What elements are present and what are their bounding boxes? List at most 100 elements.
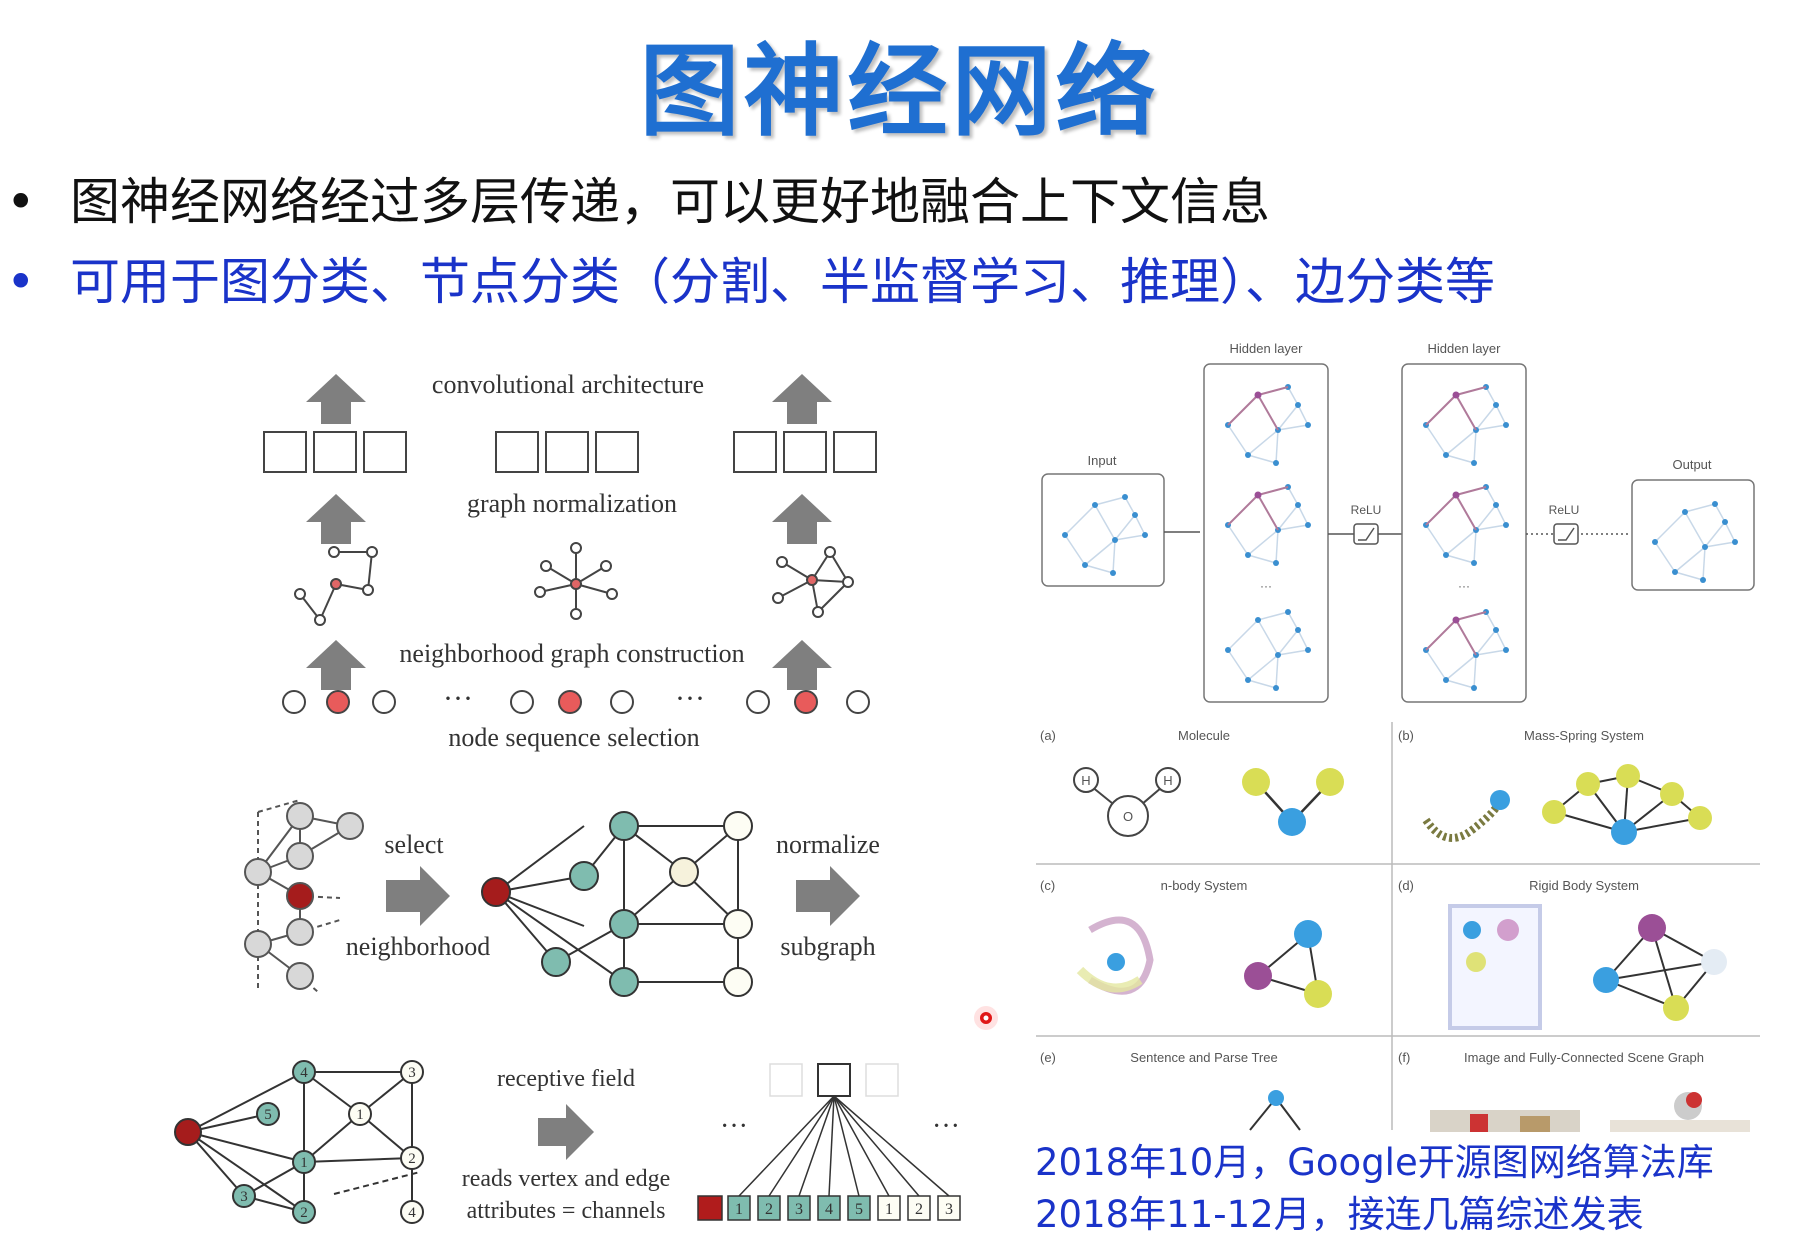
n-body-sketch: [1076, 916, 1154, 995]
label-graph-normalization: graph normalization: [467, 489, 677, 518]
relu-icon: [1553, 523, 1579, 545]
node-number: 4: [408, 1205, 416, 1221]
output-panel: [1631, 479, 1755, 591]
slide-title: 图神经网络: [639, 33, 1160, 150]
receptive-boxes-group-3: [733, 431, 877, 473]
patchy-pipeline-figure: convolutional architecture graph normali…: [263, 370, 877, 752]
labeled-graph-edges: [187, 1071, 421, 1213]
label-neighborhood-construction: neighborhood graph construction: [399, 639, 744, 668]
small-graph-1: [294, 546, 378, 626]
node-number: 5: [264, 1107, 272, 1123]
atom-labels: H O H: [1081, 773, 1172, 824]
node-number: 2: [300, 1205, 308, 1221]
normalized-graph: [481, 811, 753, 997]
panel-title: Mass-Spring System: [1524, 728, 1644, 743]
channel-number: 2: [915, 1201, 923, 1218]
node-number: 3: [408, 1065, 416, 1081]
bullet-text-2: 可用于图分类、节点分类（分割、半监督学习、推理）、边分类等: [70, 253, 1495, 311]
node-number: 1: [356, 1107, 364, 1123]
caption-line-1: 2018年10月，Google开源图网络算法库: [1035, 1141, 1714, 1184]
up-arrow-icon: [306, 640, 366, 690]
node-sequence: [282, 690, 870, 714]
atom-label: H: [1081, 773, 1090, 788]
panel-title: Rigid Body System: [1529, 878, 1639, 893]
label-output: Output: [1672, 457, 1711, 472]
labeled-graph-nodes: [174, 1060, 424, 1224]
bullet-symbol: •: [6, 253, 36, 311]
molecule-graph: [1242, 768, 1344, 836]
atom-label: H: [1163, 773, 1172, 788]
label-neighborhood: neighborhood: [346, 932, 490, 961]
panel-titles: (a) Molecule (b) Mass-Spring System (c) …: [1040, 728, 1704, 1065]
node-number: 3: [240, 1189, 248, 1205]
label-hidden-layer-2: Hidden layer: [1428, 341, 1502, 356]
right-arrow-icon: [796, 866, 860, 926]
ellipsis-text: ···: [443, 682, 473, 715]
panel-title: Image and Fully-Connected Scene Graph: [1464, 1050, 1704, 1065]
pointer-dot-icon: [974, 1006, 998, 1030]
ellipsis-text: ···: [1458, 579, 1470, 593]
panel-tag: (a): [1040, 728, 1056, 743]
panel-tag: (d): [1398, 878, 1414, 893]
label-conv-architecture: convolutional architecture: [432, 370, 704, 399]
node-number: 4: [300, 1065, 308, 1081]
ellipsis-text: ···: [932, 1111, 960, 1142]
label-normalize: normalize: [776, 830, 880, 859]
rigid-body-graph: [1593, 914, 1727, 1021]
label-attributes-channels: attributes = channels: [467, 1198, 666, 1224]
receptive-boxes-group-2: [495, 431, 639, 473]
relu-curve: [1358, 527, 1375, 541]
grid-lines: [1036, 722, 1760, 1130]
ellipsis-text: ···: [720, 1111, 748, 1142]
node-number-labels: 4 3 5 1 1 2 3 2 4: [240, 1065, 416, 1221]
channel-numbers: 1 2 3 4 5 1 2 3: [735, 1201, 953, 1218]
hidden-layer-panel-2: [1401, 363, 1527, 703]
panel-tag: (f): [1398, 1050, 1410, 1065]
relu-curve: [1558, 527, 1575, 541]
right-arrow-icon: [538, 1104, 594, 1160]
small-graph-3: [772, 546, 854, 618]
gcn-layers-figure: Input Hidden layer ··· ReLU Hidden layer…: [1041, 341, 1755, 703]
ellipsis-text: ···: [675, 682, 705, 715]
up-arrow-icon: [306, 494, 366, 544]
channel-root-square: [697, 1195, 723, 1221]
graph-examples-grid: (a) Molecule (b) Mass-Spring System (c) …: [1036, 722, 1760, 1132]
up-arrow-icon: [306, 374, 366, 424]
channel-squares: [727, 1195, 961, 1221]
up-arrow-icon: [772, 494, 832, 544]
label-input: Input: [1088, 453, 1117, 468]
channel-number: 3: [945, 1201, 953, 1218]
panel-title: Molecule: [1178, 728, 1230, 743]
label-reads-vertex: reads vertex and edge: [462, 1166, 671, 1192]
channel-number: 5: [855, 1201, 863, 1218]
mass-spring-sketch: [1422, 790, 1510, 842]
label-receptive-field: receptive field: [497, 1066, 635, 1092]
relu-icon: [1353, 523, 1379, 545]
channel-tree-lines: [738, 1095, 950, 1197]
channel-number: 2: [765, 1201, 773, 1218]
parse-tree-graph: [1249, 1090, 1301, 1131]
small-graph-2: [534, 542, 618, 620]
panel-tag: (b): [1398, 728, 1414, 743]
input-panel: [1041, 473, 1165, 587]
faded-boxes: [769, 1063, 899, 1097]
label-relu-2: ReLU: [1549, 503, 1580, 517]
label-subgraph: subgraph: [780, 932, 875, 961]
bullet-symbol: •: [6, 173, 36, 231]
n-body-graph: [1244, 920, 1332, 1008]
channel-number: 3: [795, 1201, 803, 1218]
output-box: [817, 1063, 851, 1097]
label-relu-1: ReLU: [1351, 503, 1382, 517]
ellipsis-text: ···: [1260, 579, 1272, 593]
atom-label: O: [1123, 809, 1133, 824]
scene-graph-sketch: [1430, 1092, 1750, 1132]
right-arrow-icon: [386, 866, 450, 926]
channel-number: 1: [885, 1201, 893, 1218]
up-arrow-icon: [772, 640, 832, 690]
up-arrow-icon: [772, 374, 832, 424]
mass-spring-graph: [1542, 764, 1712, 845]
label-hidden-layer-1: Hidden layer: [1230, 341, 1304, 356]
molecule-diagram: [1073, 767, 1181, 837]
node-number: 1: [300, 1155, 308, 1171]
bullet-text-1: 图神经网络经过多层传递，可以更好地融合上下文信息: [70, 173, 1270, 231]
